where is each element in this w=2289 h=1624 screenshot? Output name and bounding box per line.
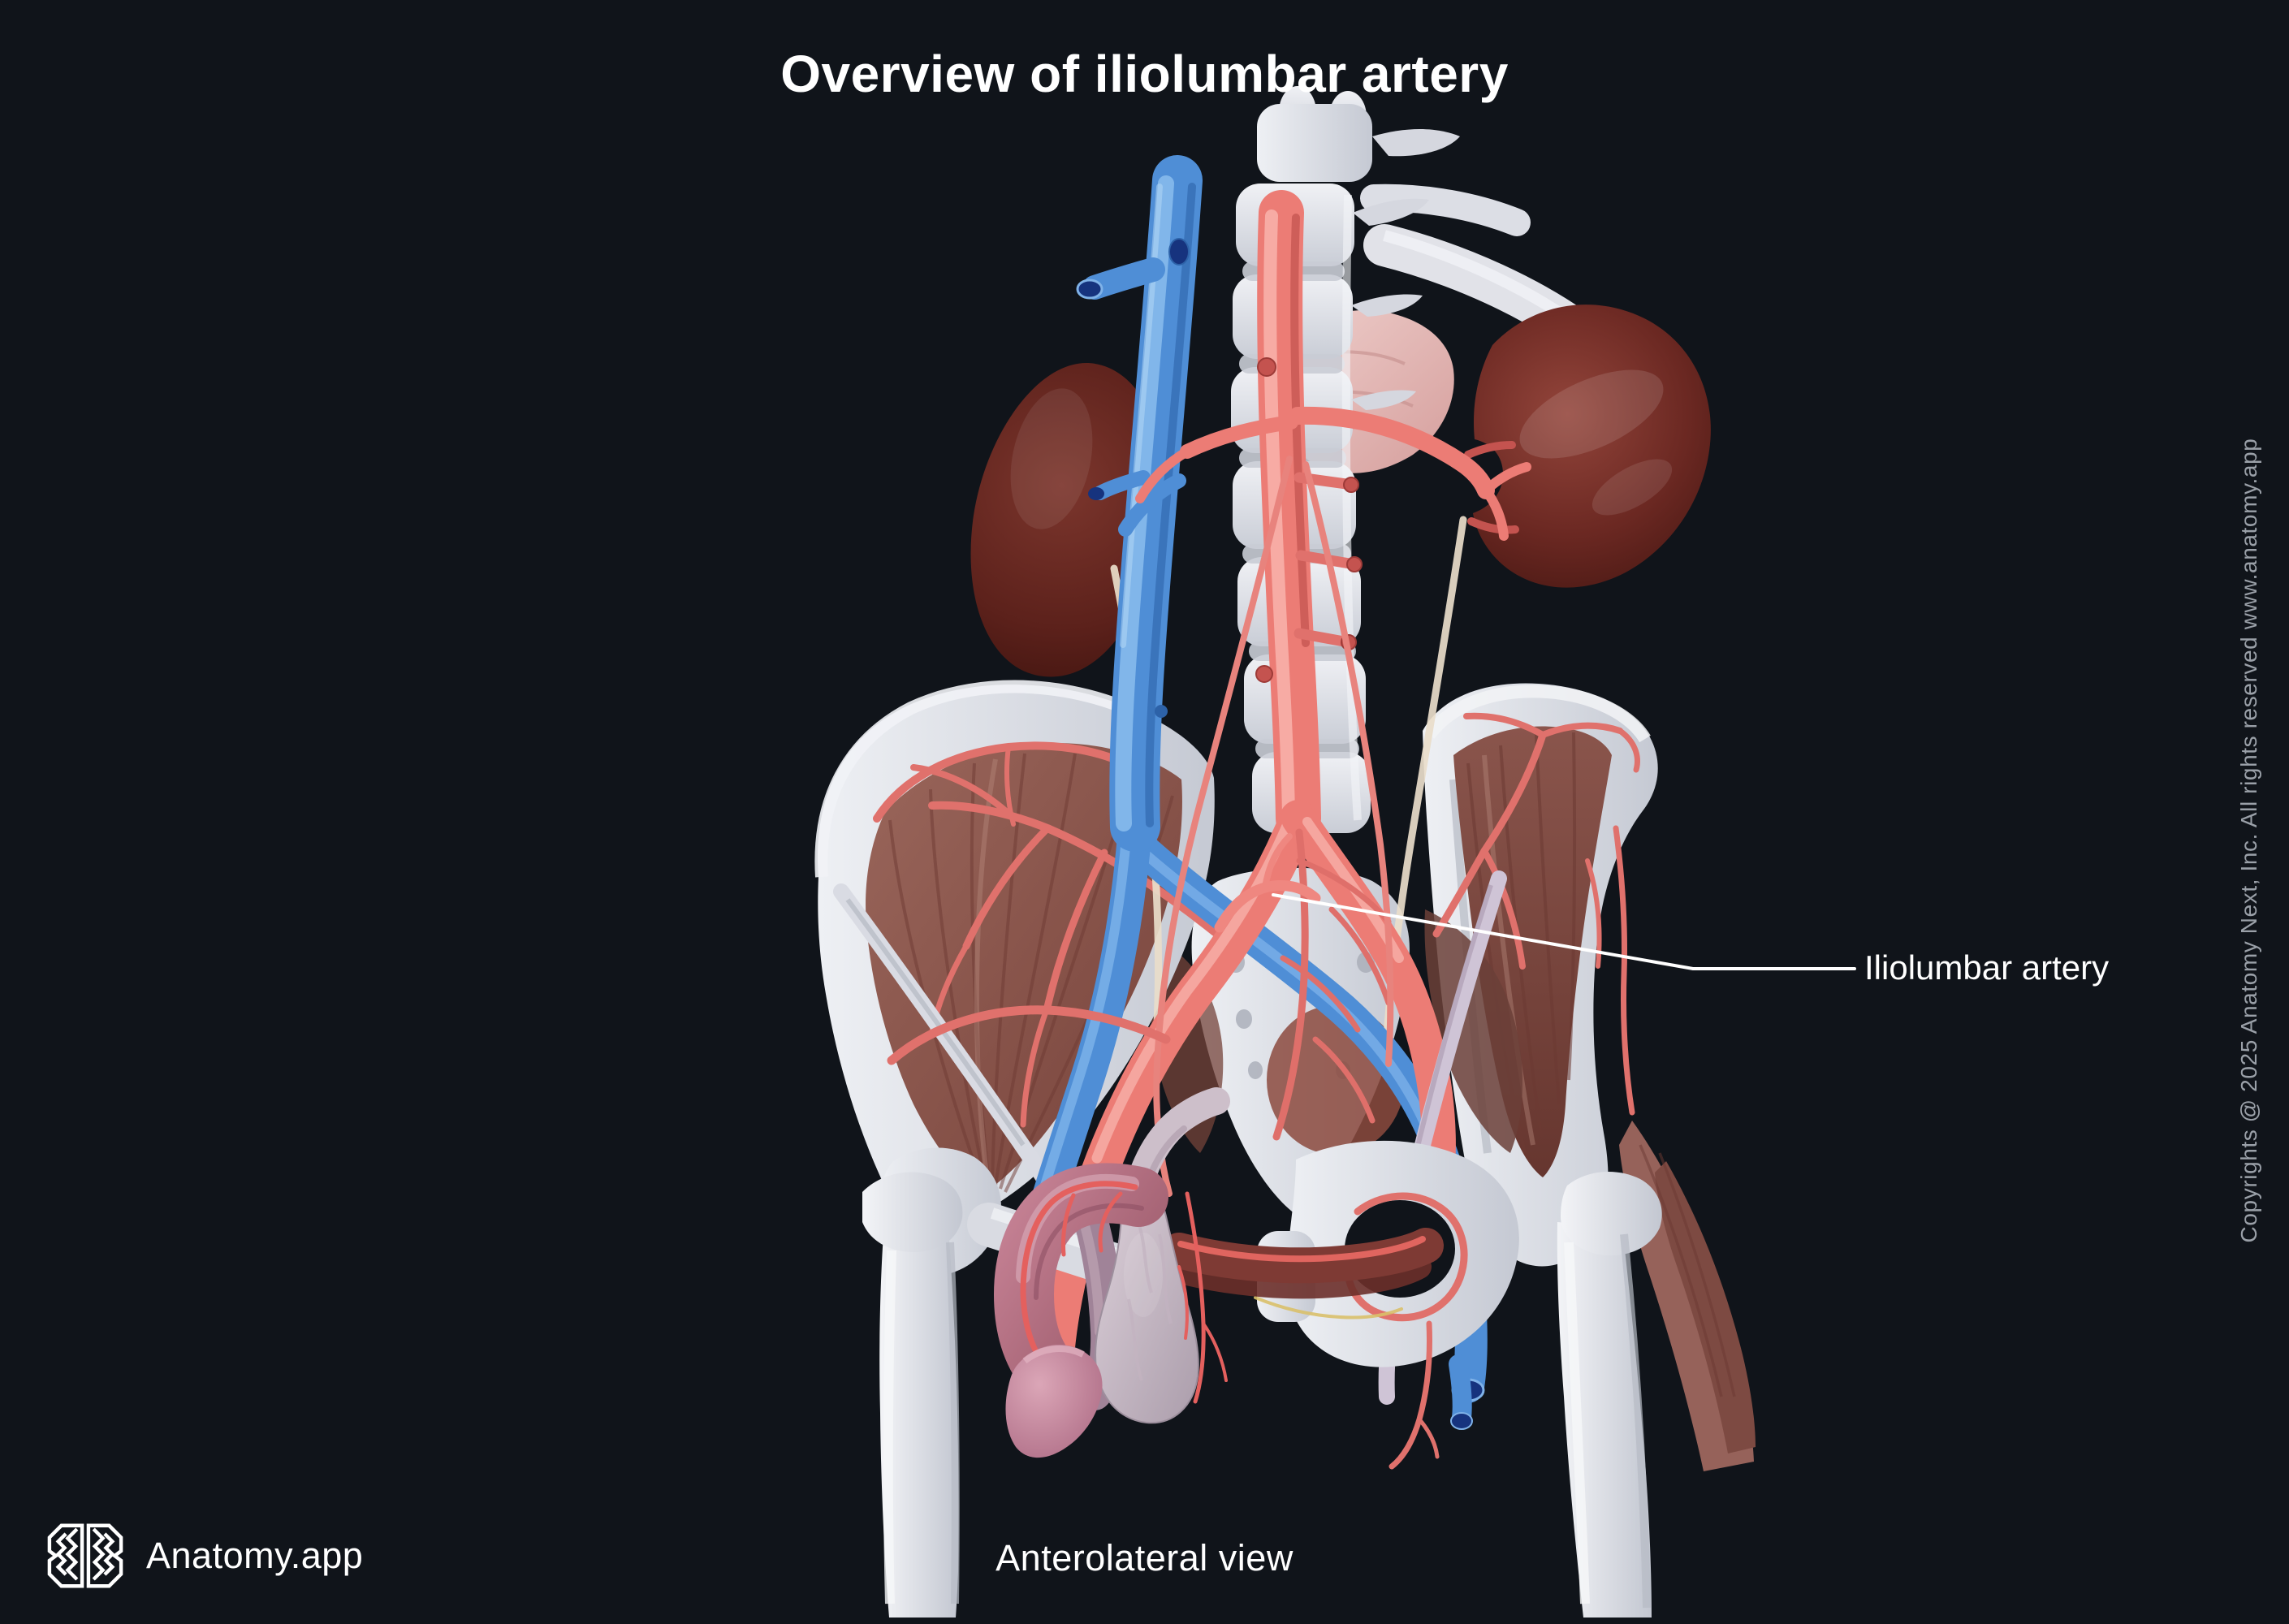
vertebral-column-top — [1257, 86, 1531, 236]
leader-line — [1272, 893, 1856, 970]
obturator-vessels — [1254, 1192, 1473, 1470]
iliolumbar-artery — [1214, 833, 1321, 933]
brand-name: Anatomy.app — [146, 1535, 364, 1576]
kidney-left — [970, 363, 1164, 677]
copyright-text: Copyrights @ 2025 Anatomy Next, Inc. All… — [2236, 438, 2261, 1243]
testicle — [1095, 1176, 1199, 1424]
penile-crus — [1161, 1228, 1444, 1299]
deep-pelvic-muscle-right — [1424, 909, 1522, 1153]
brain-hexagon-icon — [47, 1523, 123, 1588]
glans — [1005, 1345, 1103, 1458]
scrotal-arteries — [1177, 1191, 1228, 1404]
femur-left — [862, 1172, 963, 1618]
penis — [993, 1163, 1168, 1458]
epididymis-highlight — [1078, 1215, 1104, 1337]
brand: Anatomy.app — [45, 1522, 363, 1590]
iliolumbar-artery-branches-left — [873, 741, 1219, 1128]
view-caption: Anterolateral view — [995, 1537, 1294, 1579]
kidney-right — [1464, 304, 1711, 588]
page-title: Overview of iliolumbar artery — [780, 45, 1509, 103]
annotation-label-iliolumbar-artery: Iliolumbar artery — [1864, 948, 2110, 987]
transverse-processes — [1351, 198, 1429, 410]
dorsal-penile-arteries — [1020, 1181, 1138, 1361]
femur-right — [1557, 1171, 1662, 1618]
